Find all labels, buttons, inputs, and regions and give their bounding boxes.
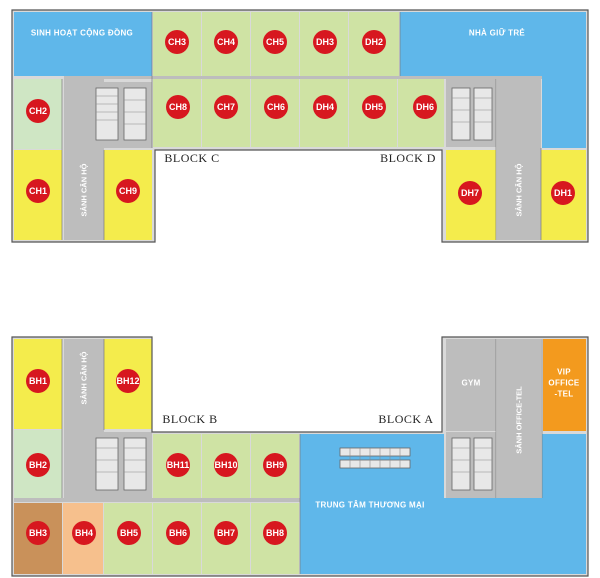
unit-ch3-label: CH3 <box>168 37 186 47</box>
block-b-label: BLOCK B <box>162 412 217 426</box>
unit-dh2-marker[interactable]: DH2 <box>362 30 386 54</box>
top-building: SẢNH CĂN HỘ SẢNH CĂN HỘ SINH HOẠT CỘNG Đ… <box>11 9 589 243</box>
unit-dh3-marker[interactable]: DH3 <box>313 30 337 54</box>
unit-ch1-label: CH1 <box>29 186 47 196</box>
unit-bh1-label: BH1 <box>29 376 47 386</box>
mall-area[interactable] <box>300 434 586 574</box>
mall-escalators <box>339 447 411 469</box>
bottom-building: SẢNH CĂN HỘ SẢNH OFFICE-TEL GYM VIP OFFI… <box>11 336 589 577</box>
unit-dh1-marker[interactable]: DH1 <box>551 181 575 205</box>
block-d-label: BLOCK D <box>380 151 436 165</box>
unit-bh2-marker[interactable]: BH2 <box>26 453 50 477</box>
community-room-label: SINH HOẠT CỘNG ĐỒNG <box>31 28 133 38</box>
lobby-office-tel-area <box>497 339 541 498</box>
top-corridor <box>64 76 542 79</box>
unit-dh4-marker[interactable]: DH4 <box>313 95 337 119</box>
unit-ch4-label: CH4 <box>217 37 235 47</box>
unit-ch5-label: CH5 <box>266 37 284 47</box>
unit-dh1-label: DH1 <box>554 188 572 198</box>
unit-bh9-marker[interactable]: BH9 <box>263 453 287 477</box>
lobby-top-right-label: SẢNH CĂN HỘ <box>515 163 524 216</box>
unit-dh5-label: DH5 <box>365 102 383 112</box>
unit-ch2-label: CH2 <box>29 106 47 116</box>
unit-ch9-label: CH9 <box>119 186 137 196</box>
unit-ch8-marker[interactable]: CH8 <box>166 95 190 119</box>
unit-bh6-label: BH6 <box>169 528 187 538</box>
unit-bh10-marker[interactable]: BH10 <box>214 453 238 477</box>
unit-ch4-marker[interactable]: CH4 <box>214 30 238 54</box>
lobby-bottom-left-label: SẢNH CĂN HỘ <box>80 351 89 404</box>
unit-markers: CH3 CH4 CH5 DH3 DH2 CH8 CH7 CH6 DH4 DH5 … <box>26 30 575 545</box>
vip-office-label-3: -TEL <box>555 390 574 399</box>
block-c-label: BLOCK C <box>164 151 219 165</box>
top-left-stairs <box>95 87 147 141</box>
unit-bh6-marker[interactable]: BH6 <box>166 521 190 545</box>
unit-bh4-marker[interactable]: BH4 <box>72 521 96 545</box>
unit-bh12-marker[interactable]: BH12 <box>116 369 140 393</box>
unit-bh3-label: BH3 <box>29 528 47 538</box>
vip-office-label-1: VIP <box>557 368 571 377</box>
unit-bh7-label: BH7 <box>217 528 235 538</box>
unit-dh6-label: DH6 <box>416 102 434 112</box>
unit-bh1-marker[interactable]: BH1 <box>26 369 50 393</box>
unit-dh2-label: DH2 <box>365 37 383 47</box>
kindergarten-label: NHÀ GIỮ TRẺ <box>469 29 526 38</box>
unit-bh8-marker[interactable]: BH8 <box>263 521 287 545</box>
unit-bh3-marker[interactable]: BH3 <box>26 521 50 545</box>
unit-bh5-marker[interactable]: BH5 <box>117 521 141 545</box>
unit-ch6-marker[interactable]: CH6 <box>264 95 288 119</box>
unit-dh3-label: DH3 <box>316 37 334 47</box>
mall-label: TRUNG TÂM THƯƠNG MẠI <box>315 501 424 510</box>
unit-bh11-marker[interactable]: BH11 <box>166 453 190 477</box>
top-right-stairs <box>451 87 493 141</box>
vip-office-label-2: OFFICE <box>548 379 579 388</box>
unit-ch8-label: CH8 <box>169 102 187 112</box>
unit-ch7-marker[interactable]: CH7 <box>214 95 238 119</box>
unit-bh12-label: BH12 <box>116 376 139 386</box>
unit-dh4-label: DH4 <box>316 102 334 112</box>
unit-bh2-label: BH2 <box>29 460 47 470</box>
unit-bh5-label: BH5 <box>120 528 138 538</box>
unit-ch5-marker[interactable]: CH5 <box>263 30 287 54</box>
gym-label: GYM <box>461 379 480 388</box>
gym-area[interactable] <box>446 339 496 431</box>
unit-ch1-marker[interactable]: CH1 <box>26 179 50 203</box>
unit-bh11-label: BH11 <box>167 460 190 470</box>
top-building-walls <box>11 9 589 243</box>
unit-bh7-marker[interactable]: BH7 <box>214 521 238 545</box>
bottom-right-stairs <box>451 437 493 491</box>
unit-ch7-label: CH7 <box>217 102 235 112</box>
unit-dh5-marker[interactable]: DH5 <box>362 95 386 119</box>
unit-bh4-label: BH4 <box>75 528 93 538</box>
lobby-office-tel-label: SẢNH OFFICE-TEL <box>515 386 524 454</box>
unit-dh7-marker[interactable]: DH7 <box>458 181 482 205</box>
block-a-label: BLOCK A <box>378 412 433 426</box>
lobby-top-right-area <box>497 79 541 240</box>
kindergarten-room[interactable] <box>400 12 586 148</box>
lobby-top-left-label: SẢNH CĂN HỘ <box>80 163 89 216</box>
bottom-building-walls <box>11 336 589 577</box>
unit-ch6-label: CH6 <box>267 102 285 112</box>
unit-dh6-marker[interactable]: DH6 <box>413 95 437 119</box>
unit-ch3-marker[interactable]: CH3 <box>165 30 189 54</box>
community-room[interactable] <box>14 12 152 76</box>
unit-bh10-label: BH10 <box>214 460 237 470</box>
vip-office-area[interactable] <box>543 339 586 431</box>
unit-ch9-marker[interactable]: CH9 <box>116 179 140 203</box>
unit-bh9-label: BH9 <box>266 460 284 470</box>
bottom-corridor <box>14 498 300 502</box>
unit-dh7-label: DH7 <box>461 188 479 198</box>
unit-bh8-label: BH8 <box>266 528 284 538</box>
bottom-left-stairs <box>95 437 147 491</box>
unit-ch2-marker[interactable]: CH2 <box>26 99 50 123</box>
